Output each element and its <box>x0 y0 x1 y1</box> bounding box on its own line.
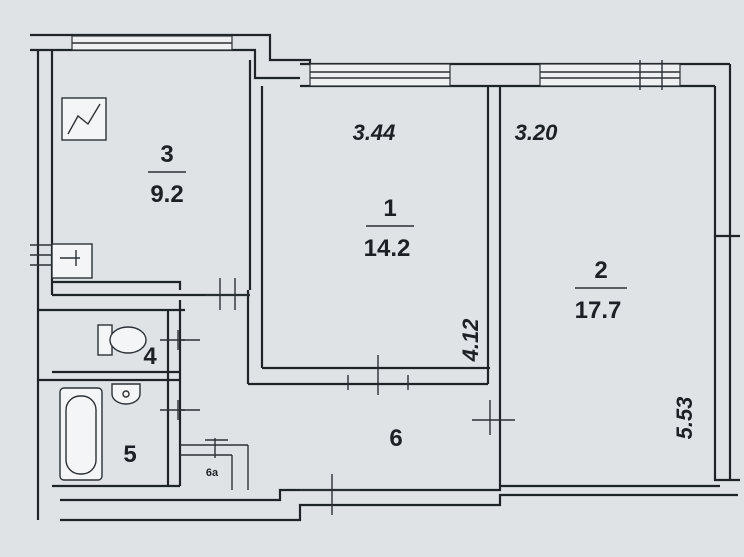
dimension-room2-width: 3.20 <box>515 120 559 145</box>
sink-icon <box>51 243 93 279</box>
windows <box>71 35 681 90</box>
room-area: 9.2 <box>150 181 183 208</box>
room-number: 2 <box>594 257 607 284</box>
dimension-room1-depth: 4.12 <box>458 318 483 363</box>
room-area: 17.7 <box>575 297 622 324</box>
interior-walls <box>38 60 502 490</box>
room-number: 3 <box>160 141 173 168</box>
stove-icon <box>61 97 107 141</box>
washbasin-icon <box>111 383 141 405</box>
room-label-6: 6 <box>389 425 402 452</box>
bathtub-icon <box>59 387 103 481</box>
dimension-room1-width: 3.44 <box>353 120 396 145</box>
toilet-icon <box>97 324 147 356</box>
door-marks <box>160 278 515 515</box>
room-number: 1 <box>383 195 396 222</box>
room-label-4: 4 <box>143 343 157 370</box>
window-room-2 <box>539 63 681 87</box>
room-label-5: 5 <box>123 441 136 468</box>
room-label-2: 2 17.7 <box>575 257 627 324</box>
window-room-1 <box>309 63 451 87</box>
room-label-6a: 6a <box>206 467 219 479</box>
room-area: 14.2 <box>364 235 411 262</box>
dimension-room2-depth: 5.53 <box>672 397 697 440</box>
room-label-1: 1 14.2 <box>364 195 414 262</box>
room-label-3: 3 9.2 <box>148 141 186 208</box>
